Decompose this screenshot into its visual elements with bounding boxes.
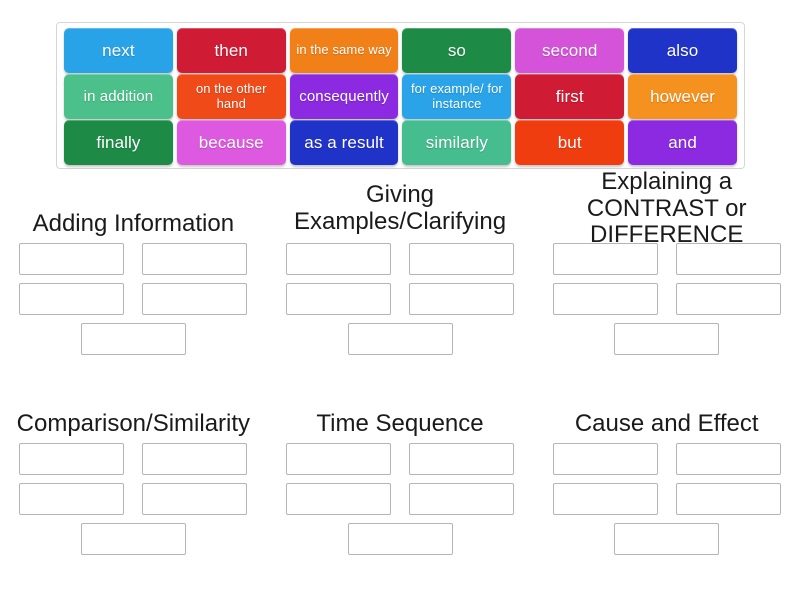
category-sections: Adding Information Giving Examples/Clarif… [0,167,800,590]
drop-zone-grid [19,443,248,563]
drop-box[interactable] [347,323,453,355]
drop-box[interactable] [552,283,658,315]
drop-zone-line [19,483,248,515]
drop-box[interactable] [19,243,125,275]
drop-box[interactable] [286,443,391,475]
word-tile[interactable]: as a result [289,120,399,165]
drop-box[interactable] [614,323,720,355]
drop-zone-line [552,443,781,475]
drop-box[interactable] [142,283,248,315]
category-time-sequence: Time Sequence [267,380,534,580]
word-tile[interactable]: next [64,28,173,73]
word-tile[interactable]: and [628,120,737,165]
category-comparison-similarity: Comparison/Similarity [0,380,267,580]
drop-zone-line [552,483,781,515]
drop-box[interactable] [675,443,781,475]
drop-box[interactable] [347,523,453,555]
word-tile[interactable]: but [515,120,625,165]
drop-zone-line [552,283,781,315]
drop-box[interactable] [675,483,781,515]
drop-zone-line [19,243,248,275]
word-tile[interactable]: first [515,74,625,119]
drop-zone-line [286,523,514,555]
drop-zone-line [19,523,247,555]
drop-box[interactable] [142,443,248,475]
drop-zone-line [19,283,248,315]
drop-box[interactable] [409,443,514,475]
drop-zone-line [553,323,781,355]
category-adding-information: Adding Information [0,180,267,380]
word-tile[interactable]: also [628,28,737,73]
category-row: Comparison/Similarity Time Sequence Cause … [0,380,800,580]
word-tile[interactable]: similarly [402,120,512,165]
word-tile[interactable]: so [402,28,512,73]
drop-box[interactable] [142,483,248,515]
category-title: Comparison/Similarity [16,410,251,438]
word-tile[interactable]: in addition [64,74,173,119]
drop-zone-line [286,283,514,315]
category-title: Giving Examples/Clarifying [293,181,507,235]
drop-box[interactable] [19,483,125,515]
drop-zone-line [553,523,781,555]
drop-box[interactable] [142,243,248,275]
word-tile[interactable]: second [515,28,625,73]
drop-box[interactable] [80,523,186,555]
word-tile[interactable]: however [628,74,737,119]
word-tile[interactable]: finally [64,120,173,165]
drop-box[interactable] [409,243,514,275]
drop-box[interactable] [19,283,125,315]
drop-box[interactable] [552,243,658,275]
drop-box[interactable] [80,323,186,355]
drop-zone-line [552,243,781,275]
word-tile[interactable]: for example/ for instance [402,74,512,119]
drop-box[interactable] [19,443,125,475]
drop-zone-line [286,443,514,475]
word-tile[interactable]: consequently [289,74,399,119]
category-explaining-a-contrast-or-difference: Explaining a CONTRAST or DIFFERENCE [533,167,800,380]
word-tile[interactable]: in the same way [289,28,399,73]
drop-box[interactable] [675,283,781,315]
word-tile[interactable]: because [176,120,286,165]
drop-box[interactable] [614,523,720,555]
category-cause-and-effect: Cause and Effect [533,380,800,580]
drop-box[interactable] [552,443,658,475]
drop-zone-line [286,243,514,275]
drop-zone-grid [286,443,514,563]
drop-zone-grid [552,243,781,363]
drop-box[interactable] [286,283,391,315]
category-title: Explaining a CONTRAST or DIFFERENCE [586,167,747,249]
drop-zone-line [19,443,248,475]
drop-zone-line [19,323,247,355]
category-title: Time Sequence [316,410,484,438]
drop-zone-grid [19,243,248,363]
word-tile[interactable]: then [176,28,286,73]
drop-zone-line [286,323,514,355]
word-tile[interactable]: on the other hand [176,74,286,119]
drop-zone-grid [552,443,781,563]
drop-zone-line [286,483,514,515]
drop-box[interactable] [409,483,514,515]
category-title: Cause and Effect [574,410,759,438]
drop-zone-grid [286,243,514,363]
drop-box[interactable] [675,243,781,275]
category-row: Adding Information Giving Examples/Clarif… [0,167,800,380]
drop-box[interactable] [552,483,658,515]
drop-box[interactable] [286,243,391,275]
category-giving-examples-clarifying: Giving Examples/Clarifying [267,180,534,380]
drop-box[interactable] [409,283,514,315]
drop-box[interactable] [286,483,391,515]
category-title: Adding Information [32,210,235,238]
